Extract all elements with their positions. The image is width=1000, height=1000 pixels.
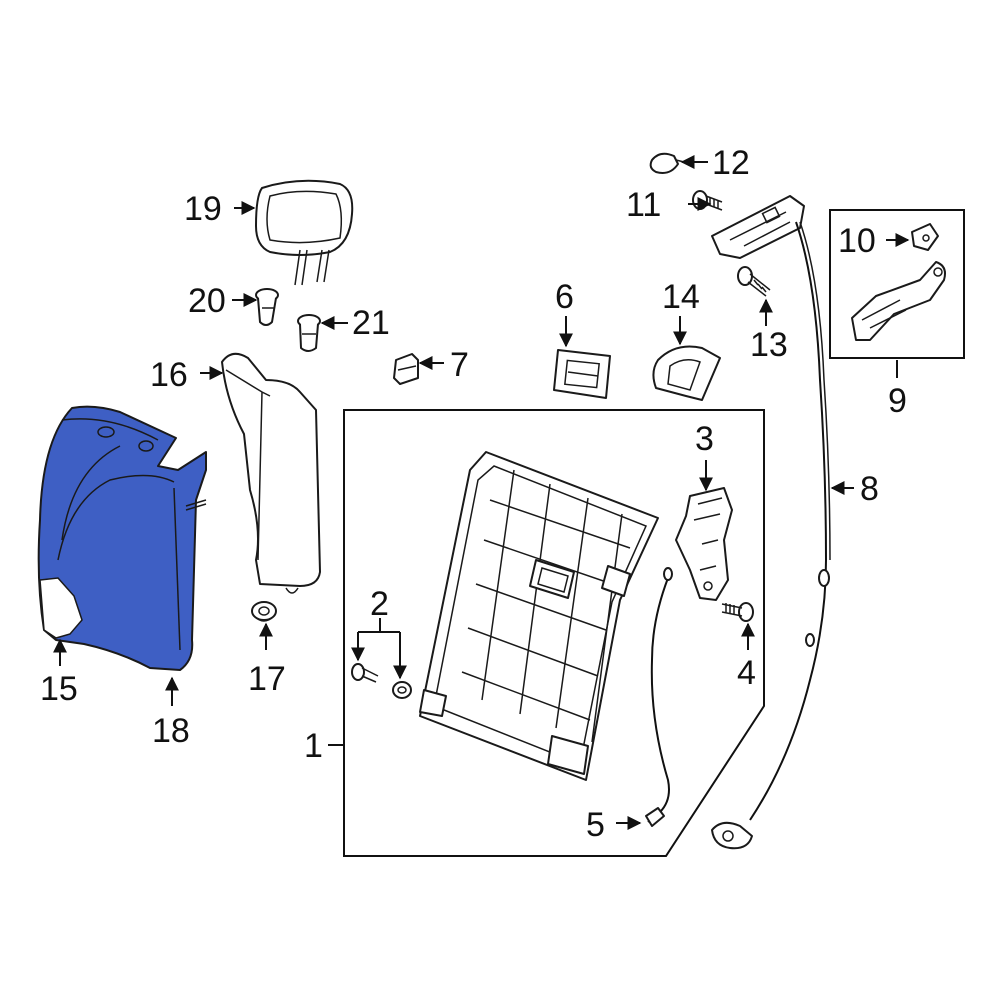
release-handle-housing[interactable] bbox=[711, 195, 805, 259]
seat-back-frame-part[interactable] bbox=[419, 451, 659, 781]
bolt-upper-part[interactable] bbox=[692, 190, 723, 211]
callout-17: 17 bbox=[248, 660, 286, 698]
bracket-plate-part[interactable] bbox=[553, 349, 611, 399]
release-bezel-part[interactable] bbox=[652, 345, 721, 401]
callout-11: 11 bbox=[626, 186, 661, 224]
callout-10: 10 bbox=[838, 222, 876, 260]
callout-2: 2 bbox=[370, 585, 389, 623]
callout-14: 14 bbox=[662, 278, 700, 316]
latch-part[interactable] bbox=[675, 487, 733, 601]
callout-1: 1 bbox=[304, 727, 323, 765]
clip-part[interactable] bbox=[393, 353, 419, 385]
lever-part[interactable] bbox=[851, 261, 946, 341]
latch-bolt-part[interactable] bbox=[721, 602, 754, 622]
callout-12: 12 bbox=[712, 144, 750, 182]
callout-7: 7 bbox=[450, 346, 469, 384]
leader-lines bbox=[53, 155, 910, 830]
bolt-lower-part[interactable] bbox=[737, 266, 771, 297]
callout-3: 3 bbox=[695, 420, 714, 458]
guide-sleeve-left-part[interactable] bbox=[255, 288, 279, 326]
callout-labels: 1 2 3 4 5 6 7 8 9 10 11 12 13 14 15 16 1… bbox=[40, 144, 907, 844]
callout-16: 16 bbox=[150, 356, 188, 394]
callout-15: 15 bbox=[40, 670, 78, 708]
callout-21: 21 bbox=[352, 304, 390, 342]
callout-9: 9 bbox=[888, 382, 907, 420]
cap-part[interactable] bbox=[649, 152, 685, 174]
callout-6: 6 bbox=[555, 278, 574, 316]
callout-4: 4 bbox=[737, 654, 756, 692]
seat-back-cover-part[interactable] bbox=[37, 405, 207, 671]
callout-18: 18 bbox=[152, 712, 190, 750]
nut-part[interactable] bbox=[392, 681, 412, 699]
headrest-part[interactable] bbox=[255, 179, 354, 286]
callout-13: 13 bbox=[750, 326, 788, 364]
callout-5: 5 bbox=[586, 806, 605, 844]
callout-19: 19 bbox=[184, 190, 222, 228]
callout-8: 8 bbox=[860, 470, 879, 508]
grommet-part[interactable] bbox=[251, 601, 277, 622]
trim-panel-part[interactable] bbox=[221, 352, 321, 594]
kit-box bbox=[829, 209, 965, 359]
screw-part[interactable] bbox=[351, 663, 379, 683]
frame-assembly-box bbox=[343, 409, 765, 857]
guide-sleeve-right-part[interactable] bbox=[297, 314, 321, 352]
lever-cap-part[interactable] bbox=[911, 223, 939, 251]
callout-20: 20 bbox=[188, 282, 226, 320]
latch-cable-part[interactable] bbox=[645, 567, 673, 827]
release-cable-part[interactable] bbox=[711, 221, 831, 850]
